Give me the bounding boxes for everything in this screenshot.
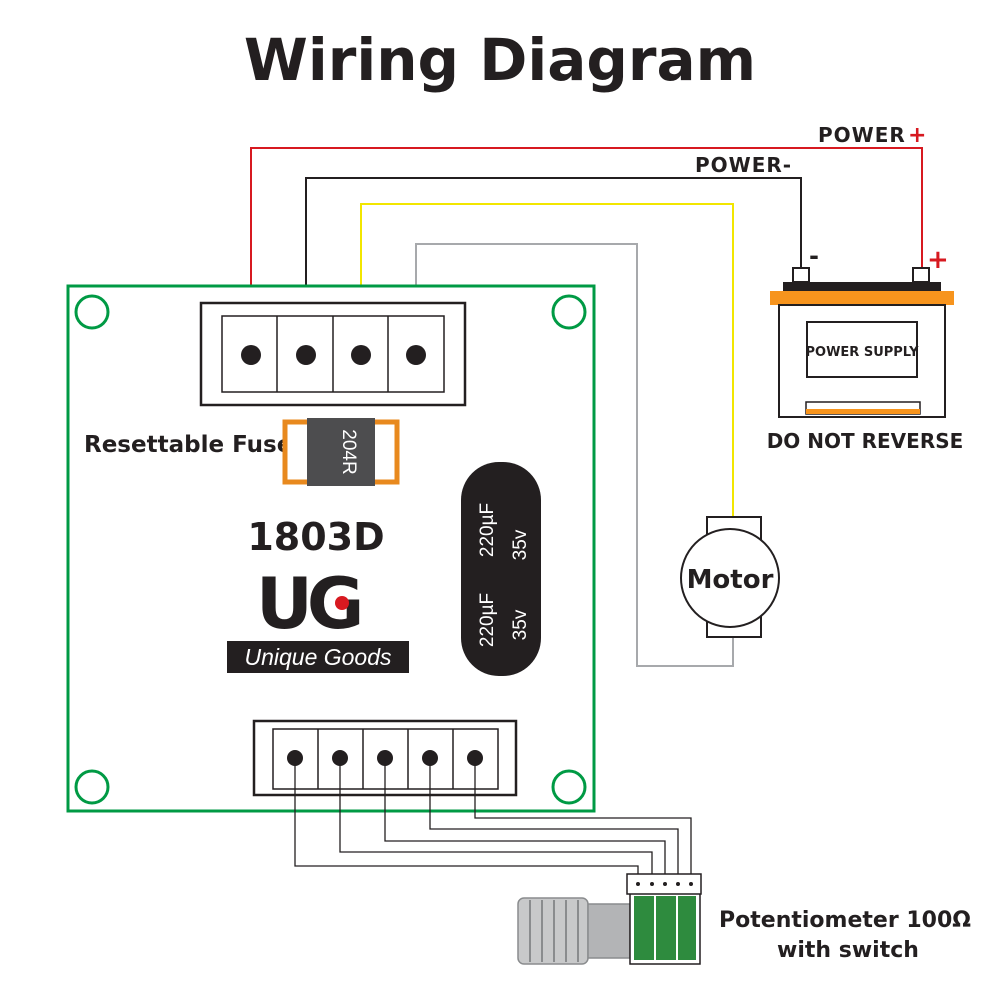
controller-board: Resettable Fuse 204R 1803D UG Unique Goo… — [66, 284, 596, 813]
terminal-screw — [406, 345, 426, 365]
wire-power-negative — [305, 177, 802, 353]
fuse-label: Resettable Fuse — [84, 432, 292, 458]
wire-power-positive — [250, 147, 923, 353]
wire-motor-yellow — [360, 203, 734, 517]
mounting-hole-bottom-left — [74, 769, 110, 805]
battery-label: POWER SUPPLY — [806, 345, 920, 360]
power-terminal-block — [199, 301, 467, 407]
potentiometer-label-line2: with switch — [777, 938, 919, 963]
model-number: 1803D — [247, 515, 384, 559]
battery-negative-sign: - — [809, 242, 819, 270]
potentiometer — [517, 873, 702, 965]
capacitor-capacity-bottom: 220µF — [477, 593, 498, 647]
brand-name: Unique Goods — [244, 644, 392, 670]
diagram-title: Wiring Diagram — [244, 26, 756, 94]
power-positive-sign: + — [908, 123, 926, 148]
wires — [250, 147, 923, 667]
wire-motor-gray — [415, 243, 734, 667]
terminal-screw — [351, 345, 371, 365]
terminal-screw — [296, 345, 316, 365]
mounting-hole-top-right — [551, 294, 587, 330]
battery-positive-sign: + — [927, 245, 949, 275]
resettable-fuse: 204R — [282, 418, 400, 486]
capacitor-capacity-top: 220µF — [477, 503, 498, 557]
capacitor-voltage-top: 35v — [510, 529, 531, 560]
logo-red-dot — [335, 596, 349, 610]
fuse-code: 204R — [338, 429, 359, 474]
mounting-hole-bottom-right — [551, 769, 587, 805]
battery-negative-terminal — [792, 267, 810, 283]
power-positive-label: POWER — [818, 123, 906, 147]
potentiometer-label-line1: Potentiometer 100Ω — [719, 908, 971, 933]
motor-label: Motor — [687, 565, 774, 595]
motor: Motor — [680, 516, 780, 638]
capacitor: 220µF 35v 220µF 35v — [461, 462, 541, 676]
battery-warning: DO NOT REVERSE — [767, 429, 964, 453]
power-negative-label: POWER- — [695, 153, 792, 177]
unique-goods-logo: UG Unique Goods — [227, 563, 409, 673]
terminal-screw — [241, 345, 261, 365]
mounting-hole-top-left — [74, 294, 110, 330]
power-supply-battery: - + POWER SUPPLY DO NOT REVERSE — [767, 242, 964, 453]
capacitor-voltage-bottom: 35v — [510, 609, 531, 640]
